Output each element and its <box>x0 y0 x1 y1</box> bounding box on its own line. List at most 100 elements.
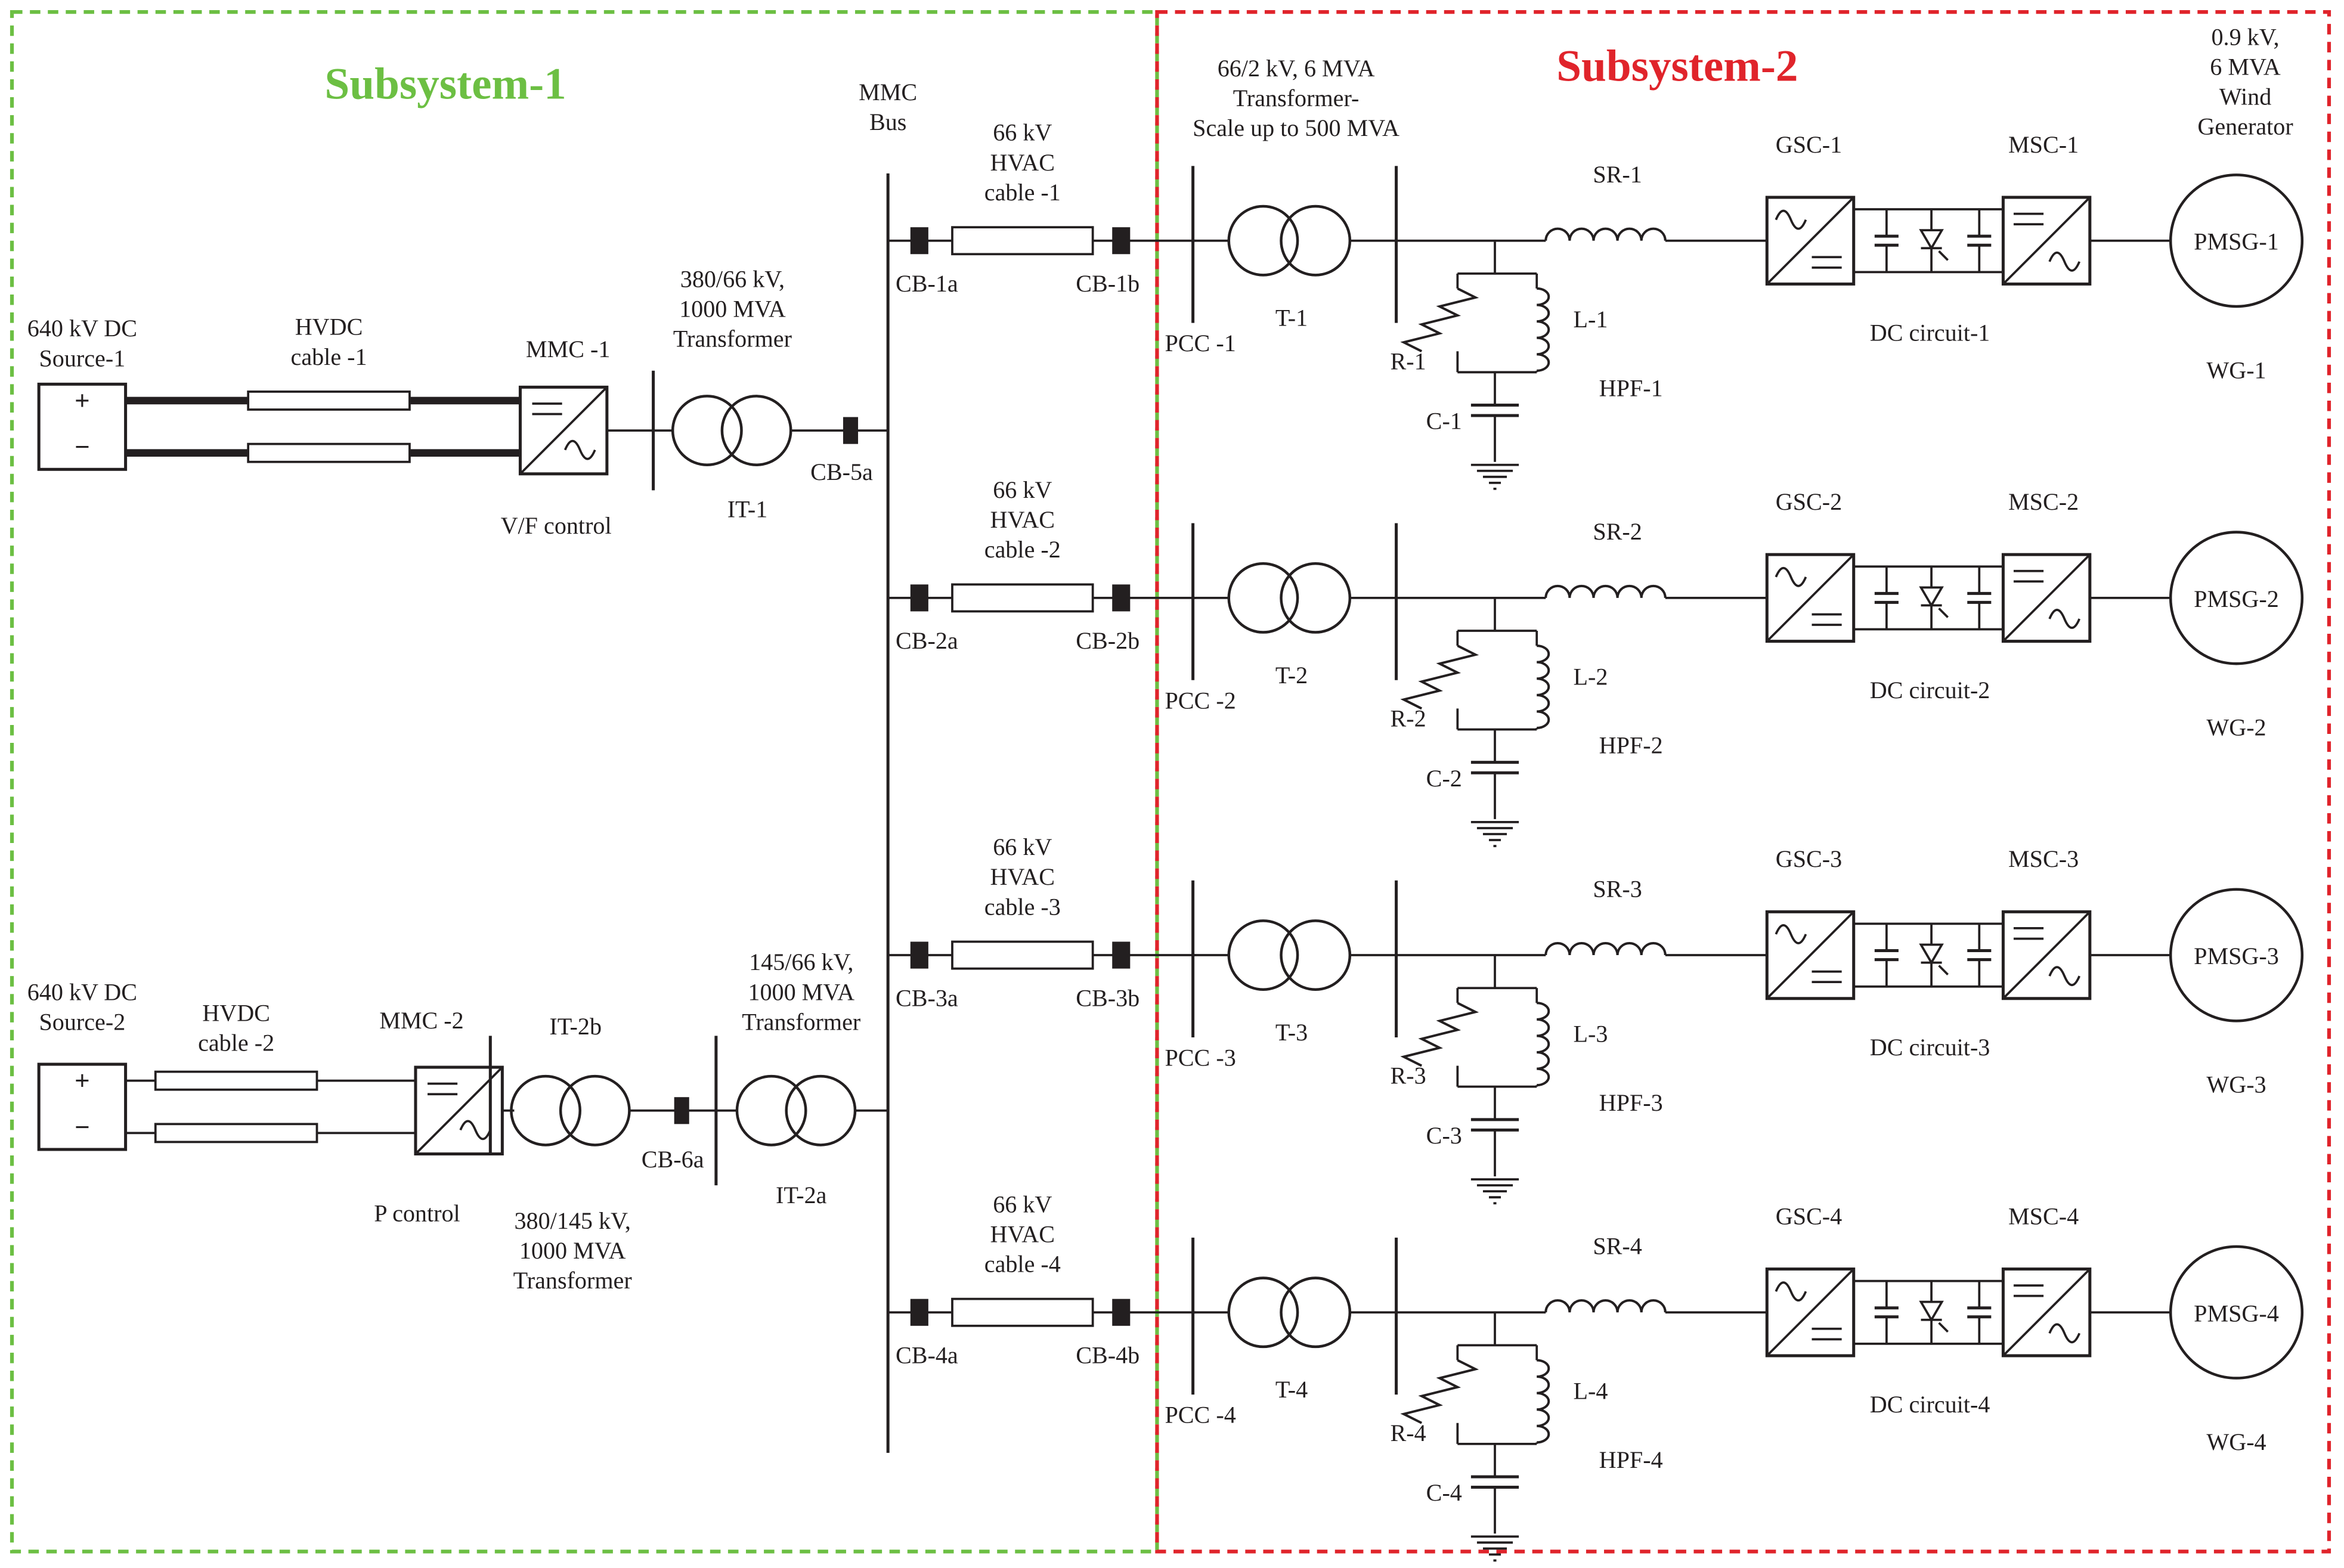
source-2: + − <box>37 1062 128 1151</box>
converter-diagonal <box>1766 196 1855 285</box>
capacitor-c-4-label: C-4 <box>1426 1479 1462 1506</box>
series-reactor-sr-4-label: SR-4 <box>1593 1232 1642 1259</box>
transformer-it-1 <box>671 395 792 467</box>
hvac-cable-4-label: cable -4 <box>984 1251 1061 1278</box>
it-2b-rating-2: 1000 MVA <box>519 1237 626 1264</box>
converter-msc-3 <box>2001 910 2092 1000</box>
ac-wave-icon <box>1775 1281 1807 1301</box>
hvac-cable-2 <box>951 583 1094 613</box>
converter-diagonal <box>2002 1268 2091 1357</box>
source-1-minus: − <box>75 432 90 462</box>
breaker-cb-2b <box>1112 584 1131 612</box>
winding-secondary <box>1280 204 1352 277</box>
converter-msc-3-label: MSC-3 <box>2008 845 2079 872</box>
series-reactor-sr-4 <box>1544 1299 1667 1313</box>
hpf-1-label: HPF-1 <box>1599 374 1663 401</box>
converter-gsc-1-label: GSC-1 <box>1776 131 1842 158</box>
converter-msc-4-label: MSC-4 <box>2008 1203 2079 1229</box>
mmc-bus-label-2: Bus <box>869 109 906 135</box>
inductor-l-4-label: L-4 <box>1574 1378 1608 1405</box>
converter-diagonal <box>1766 911 1855 1000</box>
pmsg-1-label: PMSG-1 <box>2194 228 2279 255</box>
converter-gsc-3 <box>1765 910 1856 1000</box>
breaker-cb-5a <box>843 417 859 444</box>
hvdc-cable-1-neg <box>247 442 411 463</box>
breaker-cb-3b <box>1112 941 1131 969</box>
hvac-cable-4 <box>951 1297 1094 1327</box>
breaker-cb-3b-label: CB-3b <box>1076 984 1140 1011</box>
converter-msc-1-label: MSC-1 <box>2008 131 2079 158</box>
mmc-1-control: V/F control <box>501 512 612 539</box>
converter-gsc-2-label: GSC-2 <box>1776 488 1842 515</box>
resistor-r-4 <box>1400 1359 1479 1424</box>
ac-wave-icon <box>2048 966 2080 986</box>
series-reactor-sr-1 <box>1544 227 1667 241</box>
dc-circuit-4 <box>1853 1279 2004 1345</box>
winding-secondary <box>1280 919 1352 991</box>
wind-generator-3-label: WG-3 <box>2206 1071 2266 1098</box>
thyristor-gate <box>1938 1322 1949 1333</box>
source-1-label: 640 kV DC <box>27 315 137 342</box>
hpf-3-label: HPF-3 <box>1599 1089 1663 1116</box>
capacitor-c-2-label: C-2 <box>1426 765 1462 792</box>
transformer-t-1 <box>1227 204 1352 277</box>
inductor-l-1-label: L-1 <box>1574 306 1608 333</box>
hvac-cable-1-type: HVAC <box>990 149 1055 176</box>
subsystem-2-boundary <box>1155 10 2331 1554</box>
wind-generator-4-label: WG-4 <box>2206 1428 2266 1455</box>
transformer-it-2b <box>510 1074 631 1146</box>
converter-diagonal <box>1766 1268 1855 1357</box>
pmsg-1 <box>2169 173 2304 308</box>
mmc-1 <box>518 385 609 476</box>
converter-msc-4 <box>2001 1268 2092 1358</box>
pmsg-4 <box>2169 1245 2304 1380</box>
winding-secondary <box>1280 562 1352 634</box>
inductor-l-2-label: L-2 <box>1574 663 1608 690</box>
converter-gsc-4 <box>1765 1268 1856 1358</box>
hvac-cable-1-label: cable -1 <box>984 179 1061 206</box>
thyristor-icon <box>1919 943 1944 965</box>
converter-msc-2-label: MSC-2 <box>2008 488 2079 515</box>
inductor-l-4 <box>1537 1359 1550 1444</box>
pcc-1-label: PCC -1 <box>1165 330 1236 357</box>
thyristor-icon <box>1919 586 1944 608</box>
inductor-l-1 <box>1537 287 1550 372</box>
wind-generator-rating-3: Wind <box>2219 83 2272 110</box>
breaker-cb-1a <box>910 227 928 255</box>
it-2b-rating: 380/145 kV, <box>514 1207 630 1234</box>
pcc-2-label: PCC -2 <box>1165 687 1236 714</box>
it-1-rating-3: Transformer <box>673 326 792 352</box>
pmsg-2-label: PMSG-2 <box>2194 585 2279 612</box>
series-reactor-sr-2 <box>1544 584 1667 599</box>
hvac-cable-2-label: cable -2 <box>984 536 1061 563</box>
hvdc-cable-1-label: HVDC <box>295 314 363 340</box>
breaker-cb-2a-label: CB-2a <box>896 627 958 654</box>
breaker-cb-4b-label: CB-4b <box>1076 1341 1140 1368</box>
hvdc-cable-2-label-2: cable -2 <box>198 1030 274 1056</box>
breaker-cb-3a <box>910 941 928 969</box>
ac-wave-icon <box>1775 209 1807 230</box>
capacitor-c-3-label: C-3 <box>1426 1122 1462 1149</box>
subsystem-2-title: Subsystem-2 <box>1556 41 1798 91</box>
thyristor-icon <box>1919 1300 1944 1322</box>
breaker-cb-2a <box>910 584 928 612</box>
transformer-t-3-label: T-3 <box>1275 1019 1308 1046</box>
hvac-cable-1 <box>951 226 1094 256</box>
hvdc-cable-2-pos <box>154 1070 318 1091</box>
ground-icon <box>1470 1178 1519 1205</box>
ground-icon <box>1470 1535 1519 1562</box>
resistor-r-1-label: R-1 <box>1391 348 1426 374</box>
pcc-3-label: PCC -3 <box>1165 1045 1236 1071</box>
source-2-minus: − <box>75 1112 90 1142</box>
dc-circuit-1 <box>1853 208 2004 274</box>
hvac-cable-3 <box>951 940 1094 970</box>
hvac-cable-3-type: HVAC <box>990 863 1055 890</box>
dc-circuit-2-label: DC circuit-2 <box>1870 677 1990 704</box>
breaker-cb-3a-label: CB-3a <box>896 984 958 1011</box>
dc-circuit-3 <box>1853 922 2004 988</box>
ground-icon <box>1470 821 1519 847</box>
ground-icon <box>1470 463 1519 490</box>
resistor-r-3-label: R-3 <box>1391 1062 1426 1089</box>
series-reactor-sr-1-label: SR-1 <box>1593 161 1642 188</box>
